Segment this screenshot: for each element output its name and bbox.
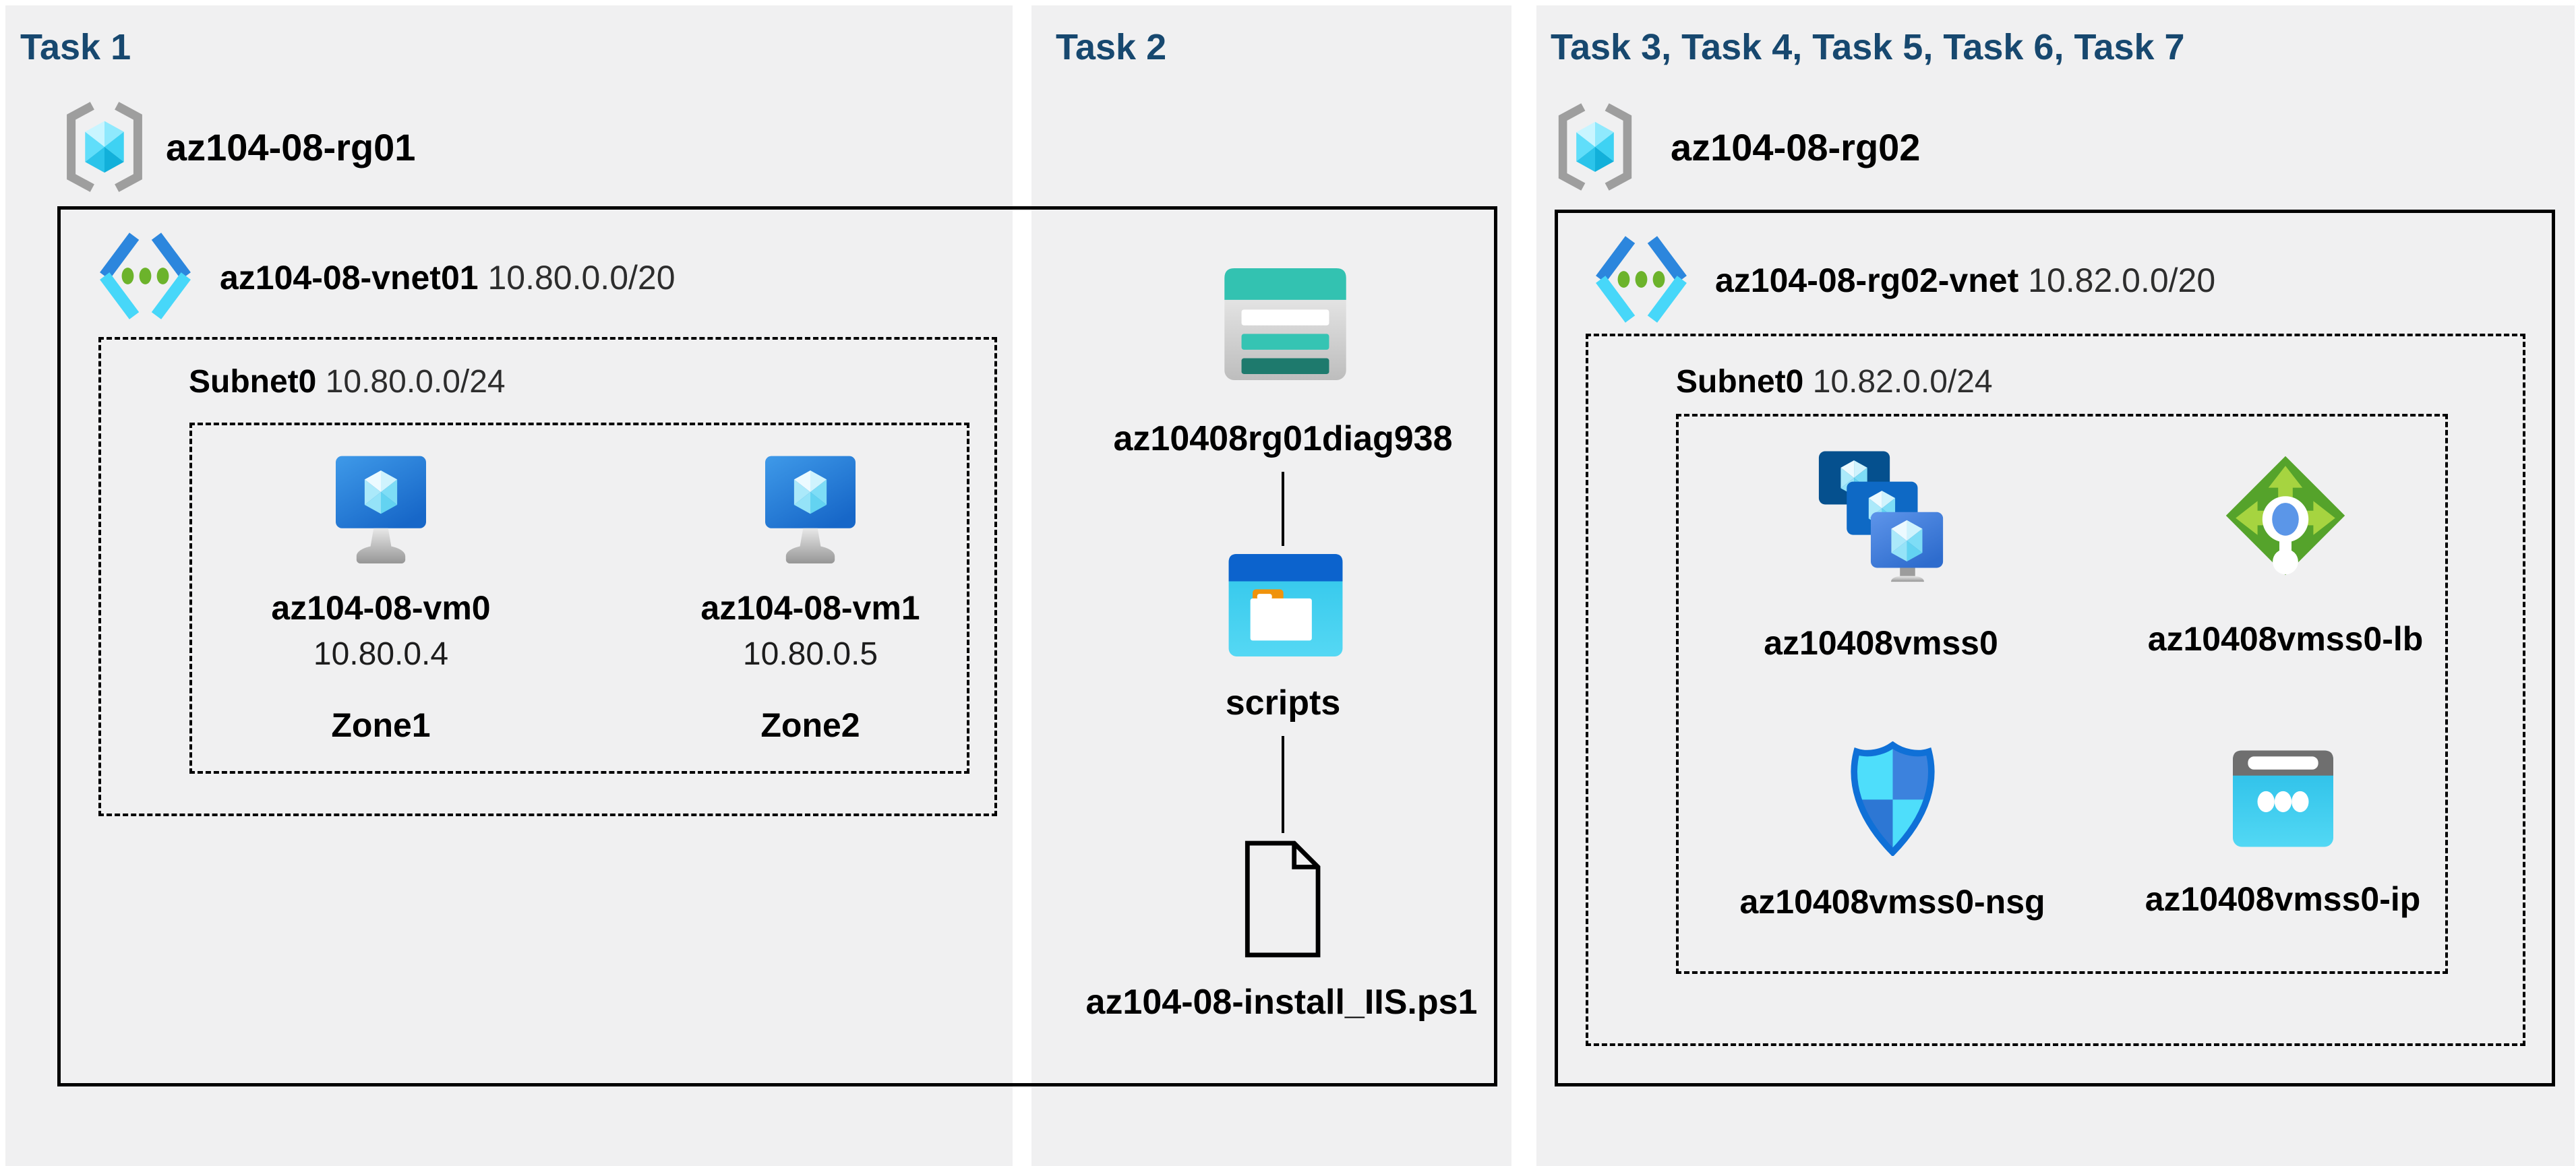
virtual-network-icon <box>1596 236 1687 323</box>
subnet0-box <box>1586 334 2525 1046</box>
virtual-machine-icon <box>765 456 856 564</box>
vnet-label: az104-08-rg02-vnet 10.82.0.0/20 <box>1715 262 2215 299</box>
vm-zone: Zone2 <box>760 706 860 744</box>
connector-line <box>1282 736 1284 833</box>
subnet0-box <box>98 337 997 816</box>
vm-zone: Zone1 <box>331 706 431 744</box>
vnet-cidr: 10.80.0.0/20 <box>487 259 676 297</box>
script-file-name: az104-08-install_IIS.ps1 <box>1085 983 1478 1022</box>
vm-name: az104-08-vm0 <box>271 589 491 627</box>
subnet-label: Subnet0 10.80.0.0/24 <box>189 364 506 400</box>
vnet-name: az104-08-vnet01 <box>220 259 479 297</box>
vm-scale-set-icon <box>1818 451 1944 582</box>
resource-group-name: az104-08-rg02 <box>1671 126 1921 168</box>
blob-container-icon <box>1228 554 1343 656</box>
vnet-label: az104-08-vnet01 10.80.0.0/20 <box>220 259 676 297</box>
task1-panel <box>5 5 1013 1166</box>
load-balancer-icon <box>2225 456 2345 576</box>
virtual-machine-icon <box>336 456 426 564</box>
container-name: scripts <box>1225 683 1341 723</box>
public-ip-name: az10408vmss0-ip <box>2145 880 2421 918</box>
task3-header: Task 3, Task 4, Task 5, Task 6, Task 7 <box>1551 27 2185 67</box>
vm-group-box <box>189 423 969 774</box>
subnet-name: Subnet0 <box>189 364 317 400</box>
vnet-name: az104-08-rg02-vnet <box>1715 262 2019 299</box>
load-balancer-name: az10408vmss0-lb <box>2147 620 2424 658</box>
rg01-boundary-box <box>57 206 1497 1086</box>
vnet-cidr: 10.82.0.0/20 <box>2028 262 2216 299</box>
vm-ip: 10.80.0.4 <box>313 636 449 672</box>
resource-group-icon <box>67 102 142 192</box>
subnet-cidr: 10.80.0.0/24 <box>325 364 506 400</box>
virtual-network-icon <box>100 233 191 319</box>
file-icon <box>1245 840 1321 958</box>
vm-ip: 10.80.0.5 <box>742 636 878 672</box>
storage-account-icon <box>1224 268 1346 380</box>
task2-header: Task 2 <box>1056 27 1167 67</box>
resource-group-name: az104-08-rg01 <box>166 126 416 168</box>
storage-account-name: az10408rg01diag938 <box>1113 419 1453 458</box>
vmss-name: az10408vmss0 <box>1764 624 1998 662</box>
subnet-cidr: 10.82.0.0/24 <box>1812 364 1993 400</box>
nsg-shield-icon <box>1851 741 1935 856</box>
subnet-label: Subnet0 10.82.0.0/24 <box>1676 364 1993 400</box>
vm-name: az104-08-vm1 <box>700 589 920 627</box>
rg02-boundary-box <box>1555 210 2555 1086</box>
connector-line <box>1282 472 1284 546</box>
resource-group-icon <box>1558 103 1632 191</box>
vmss-group-box <box>1676 414 2448 974</box>
task1-header: Task 1 <box>20 27 131 67</box>
subnet-name: Subnet0 <box>1676 364 1804 400</box>
nsg-name: az10408vmss0-nsg <box>1739 883 2045 921</box>
public-ip-icon <box>2233 750 2333 847</box>
